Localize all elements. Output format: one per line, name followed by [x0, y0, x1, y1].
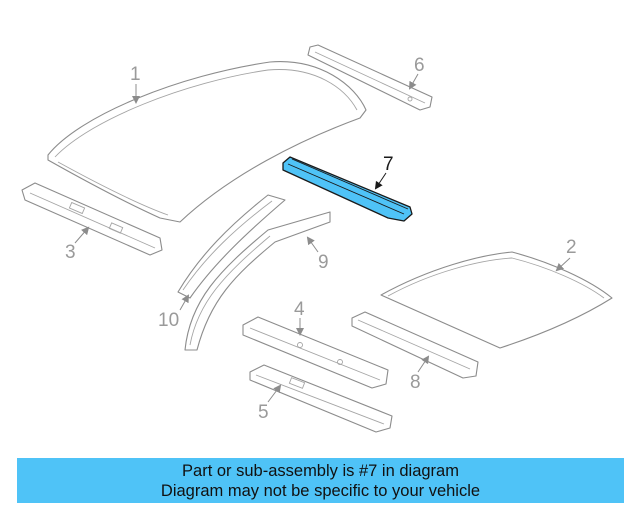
callout-6: 6 — [414, 55, 425, 76]
callout-4: 4 — [294, 299, 305, 320]
leader-8 — [417, 355, 430, 373]
callout-2: 2 — [566, 237, 577, 258]
callout-9: 9 — [318, 252, 329, 273]
pillar-inner-part-9[interactable] — [184, 211, 331, 351]
a-pillar-part-10[interactable] — [177, 194, 286, 299]
parts-diagram: 1 2 3 4 5 6 7 8 9 10 — [21, 44, 613, 433]
callout-3: 3 — [65, 242, 76, 263]
leader-6 — [409, 73, 419, 90]
leader-2 — [555, 257, 571, 272]
side-rail-part-4[interactable] — [242, 316, 389, 389]
front-header-part-3[interactable] — [21, 182, 163, 256]
roof-bow-part-7[interactable] — [282, 156, 413, 222]
roof-panel-part-1[interactable] — [47, 61, 367, 223]
callout-1: 1 — [130, 64, 141, 85]
frame-rail-part-8[interactable] — [351, 311, 479, 379]
callout-5: 5 — [258, 402, 269, 423]
callout-7: 7 — [383, 154, 394, 175]
leader-10 — [179, 294, 189, 311]
callout-8: 8 — [410, 372, 421, 393]
sunroof-panel-part-2[interactable] — [380, 251, 613, 349]
banner-line-1: Part or sub-assembly is #7 in diagram — [182, 462, 459, 480]
leader-9 — [306, 236, 319, 253]
banner-line-2: Diagram may not be specific to your vehi… — [160, 482, 481, 500]
rear-header-part-6[interactable] — [307, 44, 433, 111]
leader-3 — [74, 226, 90, 244]
lower-rail-part-5[interactable] — [249, 364, 393, 433]
leader-5 — [267, 384, 282, 403]
info-banner: Part or sub-assembly is #7 in diagram Di… — [17, 458, 624, 503]
leader-7 — [374, 172, 387, 190]
callout-10: 10 — [158, 310, 179, 331]
